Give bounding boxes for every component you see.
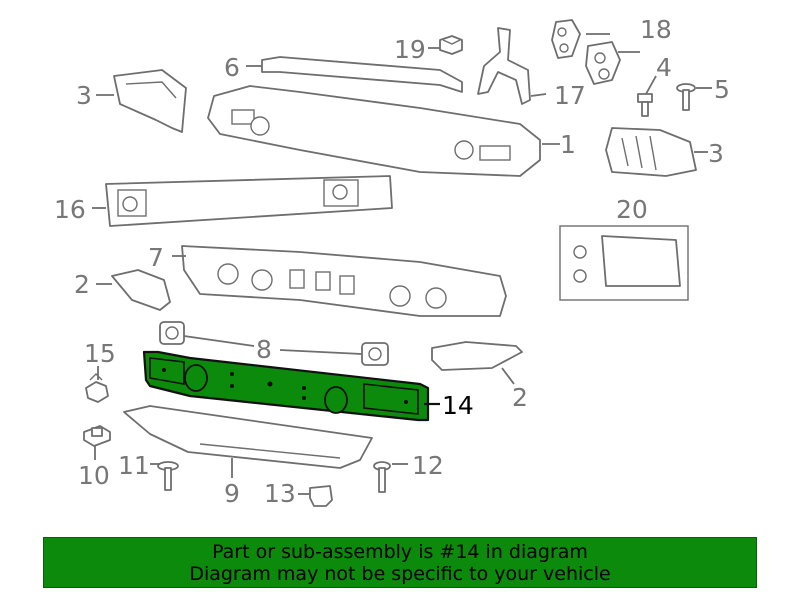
part-4-bolt — [637, 93, 653, 117]
part-20-kit — [559, 225, 689, 301]
callout-6: 6 — [224, 53, 240, 82]
part-14-beam — [142, 350, 430, 422]
callout-7: 7 — [148, 243, 164, 272]
callout-5: 5 — [714, 75, 730, 104]
callout-2-left: 2 — [74, 270, 90, 299]
callout-11: 11 — [118, 451, 150, 480]
part-13-plug — [309, 485, 333, 507]
callout-3-right: 3 — [708, 139, 724, 168]
part-11-bolt — [157, 461, 179, 491]
callout-15: 15 — [84, 339, 116, 368]
callout-1: 1 — [560, 130, 576, 159]
info-banner: Part or sub-assembly is #14 in diagram D… — [43, 537, 757, 588]
part-15-nut — [85, 373, 109, 403]
part-8-grommet-right — [361, 342, 389, 366]
callout-3-left: 3 — [76, 81, 92, 110]
part-6-bar — [261, 56, 463, 93]
part-12-bolt — [373, 461, 391, 493]
part-17-bracket — [477, 27, 531, 105]
banner-line-disclaimer: Diagram may not be specific to your vehi… — [189, 563, 611, 585]
callout-14: 14 — [442, 391, 474, 420]
part-19-nut — [439, 35, 463, 55]
part-3-right-bracket — [605, 127, 697, 177]
part-3-left-bracket — [113, 69, 187, 133]
part-2-left-cover — [111, 269, 171, 311]
callout-20: 20 — [616, 195, 648, 224]
callout-4: 4 — [656, 53, 672, 82]
callout-16: 16 — [54, 195, 86, 224]
callout-17: 17 — [554, 81, 586, 110]
part-5-bolt — [676, 83, 696, 111]
part-16-plate — [105, 175, 393, 227]
callout-9: 9 — [224, 479, 240, 508]
callout-8: 8 — [256, 335, 272, 364]
callout-12: 12 — [412, 451, 444, 480]
callout-10: 10 — [78, 461, 110, 490]
part-9-skid-plate — [123, 405, 373, 469]
part-8-grommet-left — [159, 321, 185, 345]
callout-18: 18 — [640, 15, 672, 44]
part-10-clip — [83, 425, 111, 447]
callout-19: 19 — [394, 35, 426, 64]
part-2-right-cover — [431, 341, 523, 371]
part-7-reinforcement — [181, 245, 507, 317]
part-1-bumper — [207, 85, 541, 177]
callout-2-right: 2 — [512, 383, 528, 412]
leader-lines — [92, 33, 712, 495]
part-18-brackets — [551, 19, 621, 85]
callout-13: 13 — [264, 479, 296, 508]
banner-line-part: Part or sub-assembly is #14 in diagram — [212, 541, 588, 563]
